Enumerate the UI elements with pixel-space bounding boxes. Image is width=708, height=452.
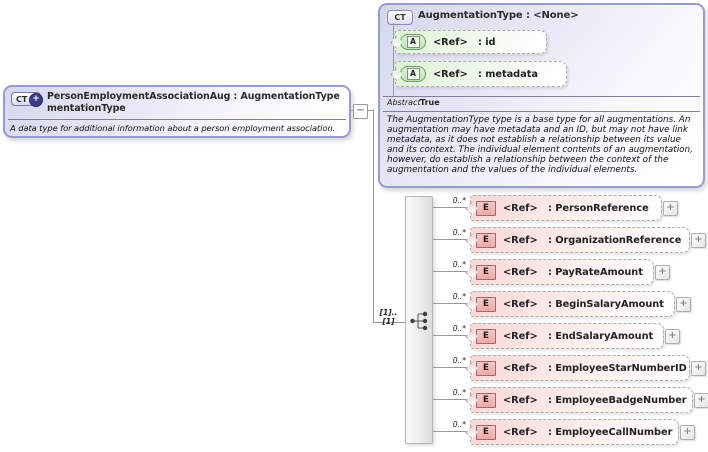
attribute-ref-label: <Ref> [433, 36, 468, 48]
collapse-button[interactable]: − [353, 104, 368, 119]
element-box[interactable]: E <Ref> : OrganizationReference [464, 227, 690, 253]
base-type-box[interactable]: CT AugmentationType : <None> A <Ref> : i… [378, 3, 705, 188]
element-ref-label: <Ref> [503, 330, 538, 342]
element-name: : EmployeeStarNumberID [548, 362, 687, 374]
element-icon: E [476, 328, 496, 344]
element-icon: E [476, 264, 496, 280]
row-connector [433, 431, 470, 432]
element-row-end-salary-amount: 0..* E <Ref> : EndSalaryAmount + [433, 323, 680, 349]
element-row-begin-salary-amount: 0..* E <Ref> : BeginSalaryAmount + [433, 291, 691, 317]
element-cardinality: 0..* [452, 196, 466, 205]
element-box[interactable]: E <Ref> : PayRateAmount [464, 259, 654, 285]
root-type-title-line1: PersonEmploymentAssociationAug : Augment… [47, 91, 340, 102]
abstract-divider-top [383, 96, 700, 97]
base-type-title: AugmentationType : <None> [418, 10, 579, 21]
element-ref-label: <Ref> [503, 394, 538, 406]
element-row-person-reference: 0..* E <Ref> : PersonReference + [433, 195, 678, 221]
row-connector [433, 303, 470, 304]
row-connector [433, 399, 470, 400]
element-ref-label: <Ref> [503, 266, 538, 278]
expand-button[interactable]: + [691, 361, 706, 376]
row-connector [433, 271, 470, 272]
root-type-description: A data type for additional information a… [10, 123, 336, 133]
derived-plus-icon: + [29, 93, 43, 107]
element-box[interactable]: E <Ref> : BeginSalaryAmount [464, 291, 675, 317]
element-name: : OrganizationReference [548, 234, 682, 246]
element-box[interactable]: E <Ref> : EndSalaryAmount [464, 323, 664, 349]
row-connector [433, 367, 470, 368]
element-cardinality: 0..* [452, 388, 466, 397]
row-connector [433, 239, 470, 240]
element-row-organization-reference: 0..* E <Ref> : OrganizationReference + [433, 227, 706, 253]
element-cardinality: 0..* [452, 260, 466, 269]
element-ref-label: <Ref> [503, 202, 538, 214]
connector-to-sequence [373, 322, 405, 323]
expand-button[interactable]: + [665, 329, 680, 344]
element-name: : PayRateAmount [548, 266, 643, 278]
element-row-employee-star-number-id: 0..* E <Ref> : EmployeeStarNumberID + [433, 355, 706, 381]
element-box[interactable]: E <Ref> : EmployeeBadgeNumber [464, 387, 693, 413]
abstract-divider-bottom [383, 111, 700, 112]
expand-button[interactable]: + [691, 233, 706, 248]
element-name: : EndSalaryAmount [548, 330, 654, 342]
element-icon: E [476, 296, 496, 312]
attr-connector-vertical [393, 23, 394, 96]
expand-button[interactable]: + [676, 297, 691, 312]
complex-type-icon-label: CT [16, 95, 28, 104]
element-icon: E [476, 232, 496, 248]
connector-vertical [373, 110, 374, 323]
element-name: : BeginSalaryAmount [548, 298, 664, 310]
element-icon: E [476, 360, 496, 376]
element-row-employee-call-number: 0..* E <Ref> : EmployeeCallNumber + [433, 419, 695, 445]
attribute-icon: A [400, 66, 426, 82]
element-cardinality: 0..* [452, 356, 466, 365]
sequence-icon [410, 311, 428, 331]
sequence-bar[interactable] [405, 196, 433, 444]
root-divider [8, 119, 346, 120]
attribute-icon-label: A [406, 36, 420, 48]
root-type-title-line2: mentationType [47, 103, 126, 114]
base-type-documentation: The AugmentationType type is a base type… [387, 115, 693, 175]
attribute-icon: A [400, 34, 426, 50]
element-icon: E [476, 392, 496, 408]
attribute-name: : metadata [478, 68, 538, 80]
element-row-pay-rate-amount: 0..* E <Ref> : PayRateAmount + [433, 259, 670, 285]
row-connector [433, 335, 470, 336]
element-row-employee-badge-number: 0..* E <Ref> : EmployeeBadgeNumber + [433, 387, 708, 413]
attribute-ref-label: <Ref> [433, 68, 468, 80]
element-icon: E [476, 424, 496, 440]
element-box[interactable]: E <Ref> : EmployeeStarNumberID [464, 355, 690, 381]
element-name: : EmployeeBadgeNumber [548, 394, 687, 406]
abstract-value: True [420, 98, 440, 107]
attribute-metadata[interactable]: A <Ref> : metadata [389, 61, 567, 87]
element-cardinality: 0..* [452, 420, 466, 429]
element-box[interactable]: E <Ref> : PersonReference [464, 195, 662, 221]
abstract-label: Abstract [387, 98, 421, 107]
complex-type-icon: CT [387, 10, 413, 25]
element-ref-label: <Ref> [503, 234, 538, 246]
attribute-id[interactable]: A <Ref> : id [389, 30, 547, 54]
expand-button[interactable]: + [663, 201, 678, 216]
element-name: : EmployeeCallNumber [548, 426, 673, 438]
element-icon: E [476, 200, 496, 216]
element-cardinality: 0..* [452, 228, 466, 237]
element-box[interactable]: E <Ref> : EmployeeCallNumber [464, 419, 679, 445]
complex-type-plus-icon: CT + [11, 92, 43, 107]
element-name: : PersonReference [548, 202, 649, 214]
expand-button[interactable]: + [694, 393, 708, 408]
element-ref-label: <Ref> [503, 298, 538, 310]
attribute-name: : id [478, 36, 496, 48]
expand-button[interactable]: + [655, 265, 670, 280]
sequence-cardinality: [1]..[1] [379, 308, 398, 326]
element-cardinality: 0..* [452, 324, 466, 333]
root-type-box[interactable]: CT + PersonEmploymentAssociationAug : Au… [3, 85, 351, 138]
attribute-icon-label: A [406, 68, 420, 80]
row-connector [433, 207, 470, 208]
element-ref-label: <Ref> [503, 362, 538, 374]
element-ref-label: <Ref> [503, 426, 538, 438]
element-cardinality: 0..* [452, 292, 466, 301]
expand-button[interactable]: + [680, 425, 695, 440]
